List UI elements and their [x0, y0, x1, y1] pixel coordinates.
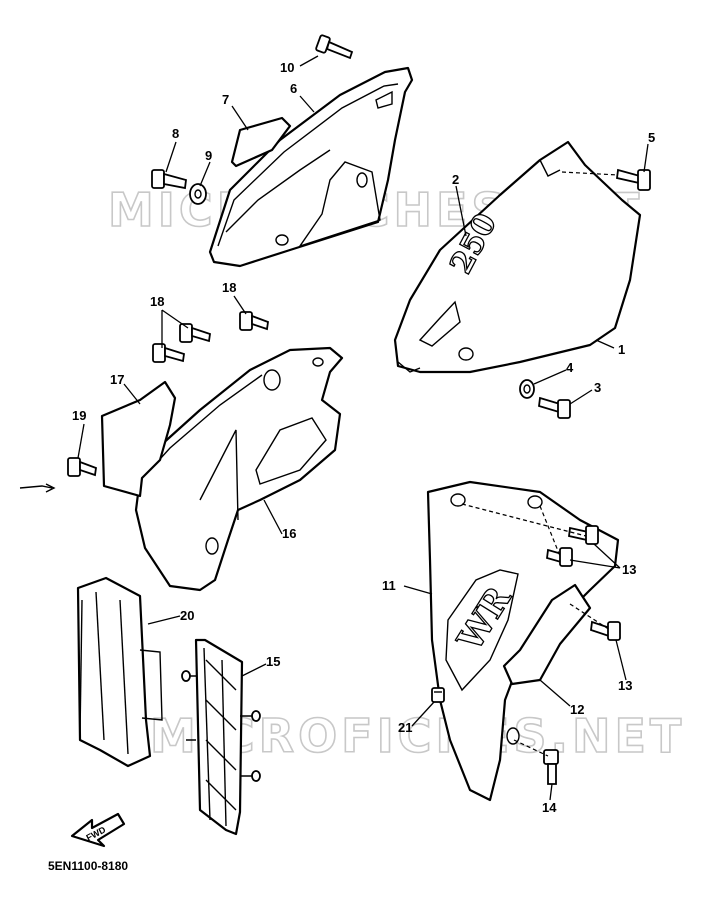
- callout-20: 20: [180, 608, 194, 623]
- callout-19: 19: [72, 408, 86, 423]
- callout-9: 9: [205, 148, 212, 163]
- leader-lines: [77, 55, 649, 801]
- part-21-clip-icon: [431, 687, 445, 703]
- part-7-pad: [230, 116, 292, 168]
- callout-5: 5: [648, 130, 655, 145]
- callout-14: 14: [542, 800, 557, 815]
- bolt-10-icon: [315, 34, 354, 60]
- part-12-decal: [502, 583, 592, 686]
- bolt-13c-icon: [590, 620, 621, 641]
- part-20-radiator: [76, 576, 163, 768]
- callout-10: 10: [280, 60, 294, 75]
- callout-8: 8: [172, 126, 179, 141]
- callout-7: 7: [222, 92, 229, 107]
- callout-13a: 13: [622, 562, 636, 577]
- callout-18b: 18: [222, 280, 236, 295]
- part-6-upper-shroud: [208, 66, 414, 268]
- bolt-14-icon: [543, 749, 559, 785]
- bolt-19-icon: [67, 457, 97, 477]
- callout-18a: 18: [150, 294, 164, 309]
- callout-12: 12: [570, 702, 584, 717]
- part-15-radiator-guard: [181, 638, 261, 836]
- callout-15: 15: [266, 654, 280, 669]
- callout-17: 17: [110, 372, 124, 387]
- callout-13b: 13: [618, 678, 632, 693]
- callout-4: 4: [566, 360, 574, 375]
- callout-6: 6: [290, 81, 297, 96]
- washer-4-icon: [519, 379, 535, 399]
- callout-1: 1: [618, 342, 625, 357]
- part-code: 5EN1100-8180: [48, 859, 128, 873]
- part-1-side-cover: 250: [393, 140, 642, 374]
- bolt-3-icon: [538, 396, 571, 419]
- bolt-18b-icon: [152, 343, 185, 363]
- fwd-arrow-icon: FWD: [70, 812, 126, 848]
- bolt-8-icon: [151, 169, 187, 190]
- callout-11: 11: [382, 578, 396, 593]
- part-17-insulator: [100, 380, 177, 498]
- callout-2: 2: [452, 172, 459, 187]
- part-16-shroud: [134, 346, 344, 592]
- callouts: 10 6 7 8 9 5 2 1 4 3 18 18 17 19 16 20 1…: [72, 60, 655, 815]
- bolt-18a-icon: [179, 323, 211, 343]
- washer-9-icon: [189, 183, 207, 205]
- callout-16: 16: [282, 526, 296, 541]
- callout-21: 21: [398, 720, 412, 735]
- callout-3: 3: [594, 380, 601, 395]
- bolt-18c-icon: [239, 311, 269, 331]
